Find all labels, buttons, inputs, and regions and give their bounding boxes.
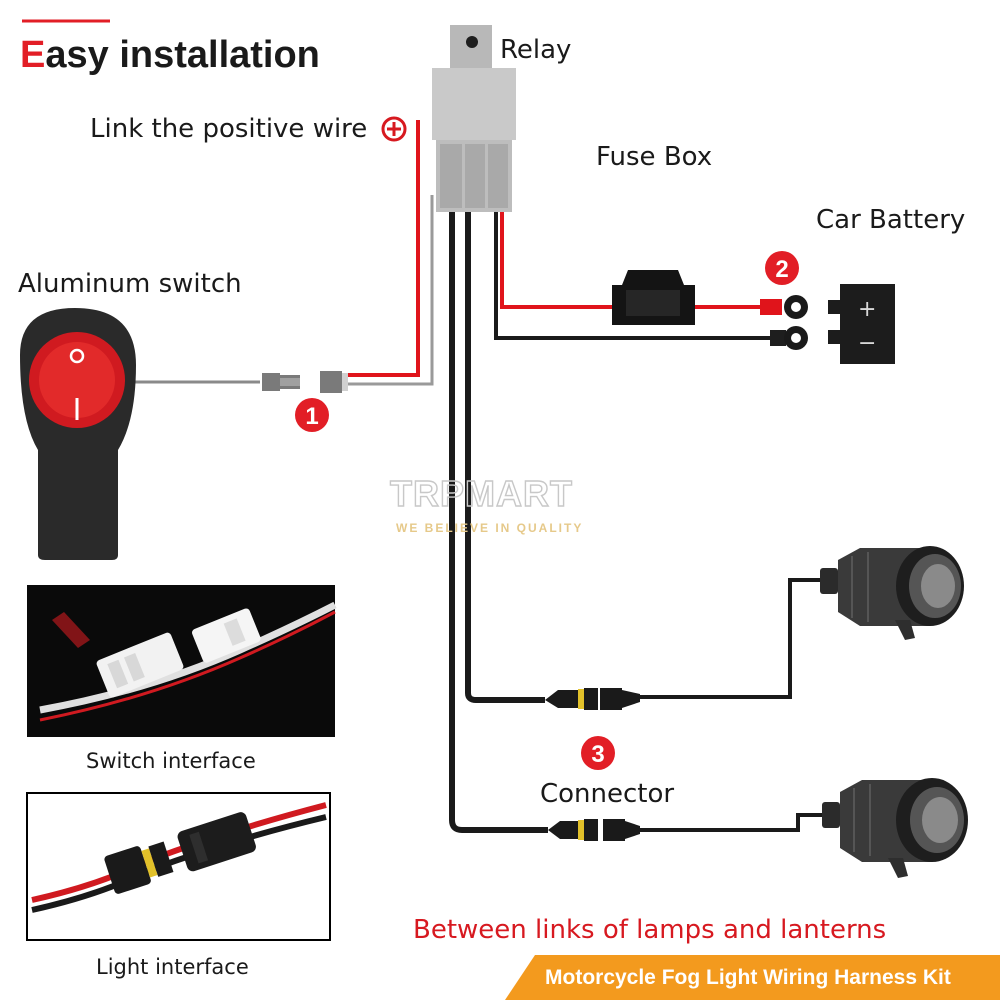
plus-circle-icon — [381, 116, 407, 142]
connector-label: Connector — [540, 779, 674, 809]
lamp1-wire — [465, 212, 545, 703]
fog-lamp-icon — [820, 546, 964, 640]
between-links-caption: Between links of lamps and lanterns — [413, 915, 886, 945]
switch-interface-photo — [27, 585, 337, 737]
title-first-letter: E — [20, 34, 45, 76]
bottom-banner — [505, 955, 1000, 1000]
lamp1-connector — [545, 688, 640, 710]
positive-wire-red — [346, 120, 420, 377]
fuse-box-label: Fuse Box — [596, 142, 712, 172]
car-battery-label: Car Battery — [816, 205, 965, 235]
lamp1-lead-wire — [640, 578, 830, 699]
lamp2-wire — [449, 212, 548, 833]
lamp2-lead-wire — [640, 813, 835, 832]
title-rest: asy installation — [45, 34, 320, 76]
watermark-brand: TRPMART — [390, 473, 573, 514]
step-badge-2: 2 — [765, 251, 799, 285]
svg-text:3: 3 — [591, 741, 604, 768]
ring-terminal-negative — [784, 326, 808, 350]
rocker-switch-icon — [20, 308, 136, 560]
black-terminal — [770, 330, 786, 346]
page-title: Easy installation — [20, 34, 320, 76]
svg-text:1: 1 — [305, 403, 318, 430]
battery-plus: + — [858, 297, 876, 322]
red-terminal — [760, 299, 782, 315]
svg-text:2: 2 — [775, 256, 788, 283]
fuse-holder-icon — [612, 270, 695, 325]
switch-wire-connector — [262, 371, 348, 393]
relay-icon — [432, 25, 516, 212]
ring-terminal-positive — [784, 295, 808, 319]
aluminum-switch-label: Aluminum switch — [18, 269, 242, 299]
lamp2-connector — [548, 819, 640, 841]
light-interface-photo — [26, 792, 331, 941]
banner-title: Motorcycle Fog Light Wiring Harness Kit — [545, 966, 951, 989]
step-badge-3: 3 — [581, 736, 615, 770]
battery-negative-wire — [494, 212, 770, 340]
relay-label: Relay — [500, 35, 571, 65]
watermark-tagline: WE BELIEVE IN QUALITY — [396, 521, 583, 535]
switch-interface-label: Switch interface — [86, 749, 256, 773]
fog-lamp-icon — [822, 778, 968, 878]
battery-minus: − — [858, 331, 876, 356]
battery-icon — [828, 284, 895, 364]
link-positive-label: Link the positive wire — [90, 114, 367, 144]
switch-wire-gray — [346, 195, 434, 386]
light-interface-label: Light interface — [96, 955, 249, 979]
step-badge-1: 1 — [295, 398, 329, 432]
